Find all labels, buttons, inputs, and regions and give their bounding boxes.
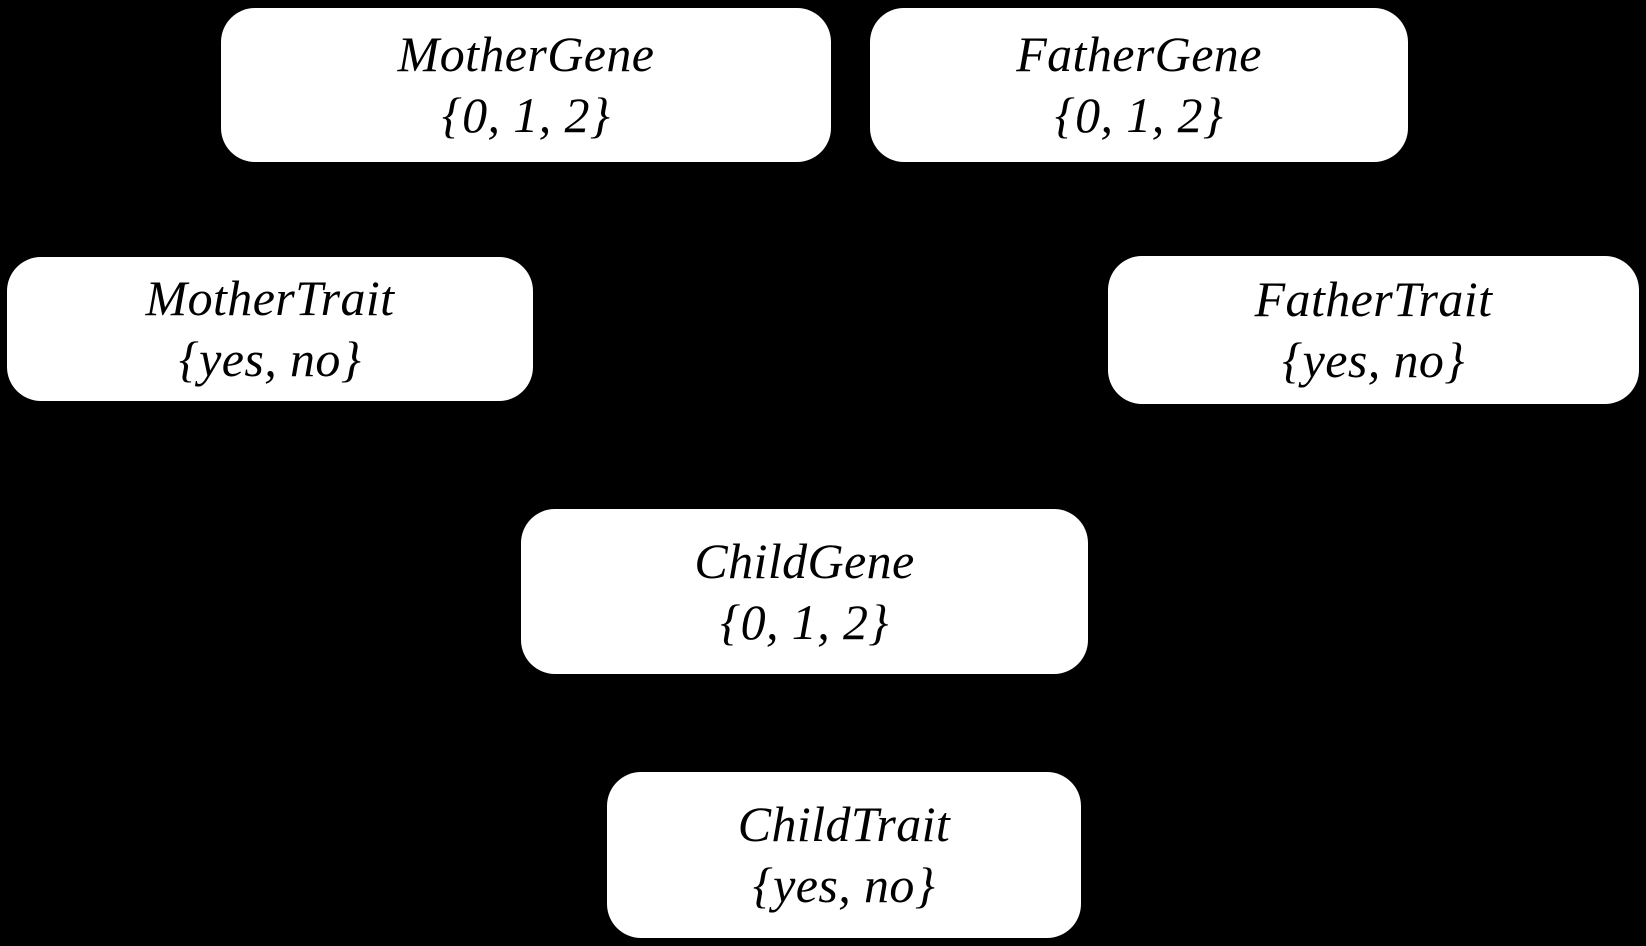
node-mother-gene-label: MotherGene bbox=[397, 26, 655, 82]
node-mother-trait-label: MotherTrait bbox=[145, 270, 395, 326]
node-mother-gene[interactable]: MotherGene {0, 1, 2} bbox=[221, 8, 831, 162]
node-father-trait-domain: {yes, no} bbox=[1282, 332, 1465, 388]
node-child-gene[interactable]: ChildGene {0, 1, 2} bbox=[521, 509, 1088, 674]
node-father-gene-domain: {0, 1, 2} bbox=[1054, 87, 1224, 143]
node-child-trait-label: ChildTrait bbox=[737, 796, 951, 852]
node-father-gene[interactable]: FatherGene {0, 1, 2} bbox=[870, 8, 1408, 162]
node-child-trait-domain: {yes, no} bbox=[752, 857, 936, 913]
node-father-trait-label: FatherTrait bbox=[1254, 271, 1493, 327]
node-child-gene-domain: {0, 1, 2} bbox=[720, 593, 889, 650]
node-father-trait[interactable]: FatherTrait {yes, no} bbox=[1108, 256, 1639, 404]
node-mother-gene-domain: {0, 1, 2} bbox=[441, 87, 611, 143]
node-child-trait[interactable]: ChildTrait {yes, no} bbox=[607, 772, 1081, 938]
node-mother-trait[interactable]: MotherTrait {yes, no} bbox=[7, 257, 533, 401]
node-mother-trait-domain: {yes, no} bbox=[178, 331, 362, 387]
node-father-gene-label: FatherGene bbox=[1016, 26, 1262, 82]
node-child-gene-label: ChildGene bbox=[694, 532, 915, 589]
